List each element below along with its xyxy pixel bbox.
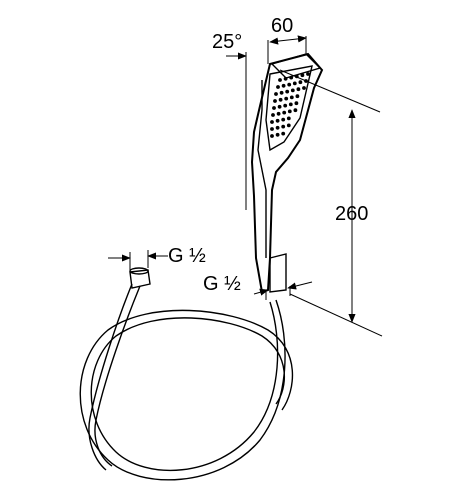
spray-nozzle <box>306 72 310 76</box>
spray-nozzle <box>270 134 274 138</box>
spray-nozzle <box>287 109 292 114</box>
spray-nozzle <box>302 86 306 90</box>
spray-nozzle <box>281 131 286 136</box>
spray-nozzle <box>275 125 280 130</box>
spray-nozzle <box>275 132 280 137</box>
spray-nozzle <box>270 127 274 131</box>
spray-nozzle <box>287 82 292 87</box>
spray-nozzle <box>286 123 291 128</box>
spray-nozzle <box>283 76 288 81</box>
spray-nozzle <box>278 97 283 102</box>
spray-nozzle <box>271 113 275 117</box>
dimension-angle-25: 25° <box>212 31 247 210</box>
spray-nozzle <box>288 102 293 107</box>
spray-nozzle <box>294 101 299 106</box>
connection-nut <box>269 253 287 293</box>
spray-nozzle <box>290 88 295 93</box>
thread-top-label: G ½ <box>203 273 241 295</box>
spray-nozzle <box>285 89 290 94</box>
spray-nozzle <box>298 80 303 85</box>
thread-hose-label: G ½ <box>168 245 206 267</box>
spray-nozzle <box>273 99 277 103</box>
hand-shower <box>250 52 324 294</box>
spray-nozzle <box>275 118 280 123</box>
spray-nozzle <box>292 81 297 86</box>
spray-nozzle <box>295 94 300 99</box>
spray-nozzle <box>277 104 282 109</box>
spray-nozzle <box>274 92 278 96</box>
spray-nozzle <box>270 120 274 124</box>
shower-hose <box>79 267 294 481</box>
spray-nozzle <box>300 73 305 78</box>
hose-lead-inner <box>88 283 133 471</box>
spray-face-outline <box>265 65 313 152</box>
hose-lead-outer <box>94 285 141 467</box>
spray-nozzle <box>282 110 287 115</box>
spray-nozzle <box>289 95 294 100</box>
spray-nozzle <box>293 108 298 113</box>
hose-coil-outer <box>79 299 294 481</box>
spray-nozzle <box>289 75 294 80</box>
width-label: 60 <box>271 15 293 37</box>
dimension-thread-hose: G ½ <box>108 245 206 270</box>
spray-nozzles <box>270 72 310 138</box>
spray-nozzle <box>279 90 284 95</box>
spray-nozzle <box>278 78 282 82</box>
spray-nozzle <box>286 116 291 121</box>
spray-nozzle <box>281 117 286 122</box>
spray-nozzle <box>284 96 289 101</box>
spray-nozzle <box>272 106 276 110</box>
spray-nozzle <box>281 83 286 88</box>
spray-nozzle <box>296 87 301 92</box>
height-label: 260 <box>335 203 368 225</box>
dimension-height-260: 260 <box>279 69 383 337</box>
hose-end-nut <box>129 269 151 289</box>
dimension-width-60: 60 <box>267 15 307 64</box>
spray-nozzle <box>281 124 286 129</box>
angle-label: 25° <box>212 31 242 53</box>
spray-nozzle <box>276 111 281 116</box>
dimension-thread-top: G ½ <box>203 273 313 300</box>
spray-nozzle <box>276 85 280 89</box>
head-top-cap <box>270 53 322 79</box>
spray-nozzle <box>283 103 288 108</box>
hose-end-opening <box>129 267 149 275</box>
handle-inner-edge <box>257 80 267 258</box>
